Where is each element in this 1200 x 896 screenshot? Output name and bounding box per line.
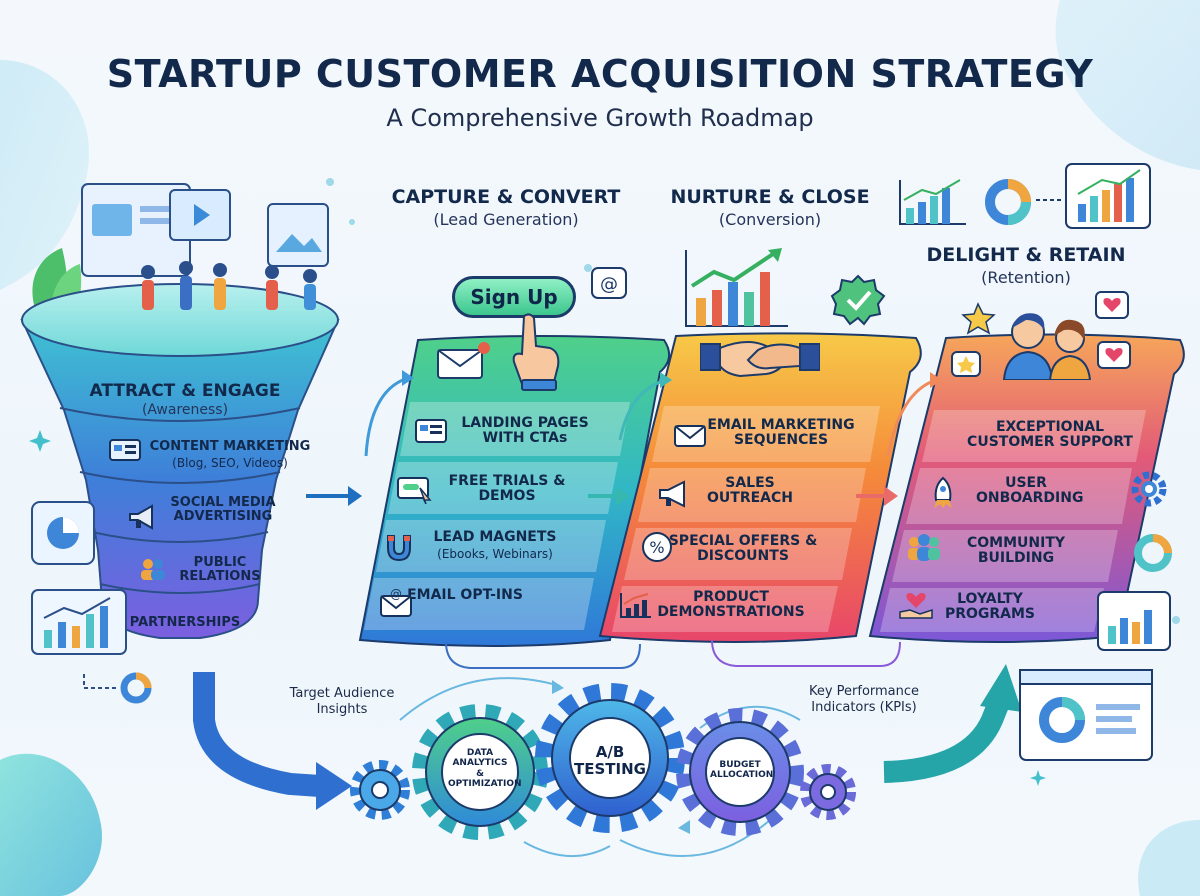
trial-screen-icon <box>396 474 436 505</box>
retain-item-customer-support: EXCEPTIONAL CUSTOMER SUPPORT <box>967 419 1133 451</box>
people-icon <box>138 556 168 582</box>
heart-hand-icon <box>898 590 934 622</box>
community-icon <box>904 532 944 564</box>
retain-item-community-building: COMMUNITY BUILDING <box>966 535 1066 567</box>
page-title: STARTUP CUSTOMER ACQUISITION STRATEGY <box>106 52 1094 96</box>
funnel-heading: ATTRACT & ENGAGE <box>89 381 281 401</box>
stage-retain-heading: DELIGHT & RETAIN <box>926 244 1126 266</box>
annotation-kpis: Key Performance Indicators (KPIs) <box>808 684 920 715</box>
heart-bubble-icon-2 <box>1097 341 1131 369</box>
donut-chart-icon-top <box>985 179 1031 225</box>
bar-chart-card-top <box>1036 163 1151 229</box>
pointer-hand-icon <box>512 313 560 391</box>
content-icon <box>108 438 148 464</box>
handshake-icon <box>700 341 820 378</box>
annotation-target-audience: Target Audience Insights <box>289 686 395 717</box>
capture-item-lead-magnets-detail: (Ebooks, Webinars) <box>437 547 553 561</box>
email-sequence-icon <box>672 420 708 450</box>
donut-icon-right <box>1134 534 1172 572</box>
stage-capture-subheading: (Lead Generation) <box>433 210 579 229</box>
funnel-item-content-marketing-detail: (Blog, SEO, Videos) <box>172 456 288 470</box>
capture-item-free-trials: FREE TRIALS & DEMOS <box>448 473 566 505</box>
landing-page-icon <box>414 418 448 446</box>
page-subtitle: A Comprehensive Growth Roadmap <box>386 104 814 132</box>
funnel-subheading: (Awareness) <box>141 402 229 418</box>
dashboard-widget <box>1019 669 1153 761</box>
nurture-item-product-demos: PRODUCT DEMONSTRATIONS <box>657 589 805 621</box>
happy-customers-icon <box>961 302 1092 380</box>
email-optin-icon: @ <box>378 587 414 618</box>
capture-item-email-optins: EMAIL OPT-INS <box>407 587 523 603</box>
optimization-gears <box>350 683 856 840</box>
checkmark-icon <box>830 274 886 326</box>
signup-button[interactable]: Sign Up <box>452 276 576 318</box>
bar-chart-widget-right <box>1097 591 1171 651</box>
retain-item-loyalty-programs: LOYALTY PROGRAMS <box>944 591 1036 623</box>
retain-item-user-onboarding: USER ONBOARDING <box>976 475 1084 507</box>
nurture-item-special-offers: SPECIAL OFFERS & DISCOUNTS <box>668 533 818 565</box>
capture-item-landing-pages: LANDING PAGES WITH CTAs <box>461 415 589 447</box>
bar-chart-icon-top <box>899 179 966 225</box>
growth-chart-icon <box>685 248 788 327</box>
pie-chart-icon <box>31 501 95 565</box>
stage-capture-heading: CAPTURE & CONVERT <box>391 186 621 208</box>
nurture-item-sales-outreach: SALES OUTREACH <box>707 475 793 507</box>
stage-nurture-subheading: (Conversion) <box>718 210 822 229</box>
megaphone-icon <box>126 502 160 532</box>
funnel-item-public-relations: PUBLIC RELATIONS <box>179 555 261 585</box>
gear-icon-right <box>1131 471 1167 507</box>
gear-budget-allocation-label: BUDGET ALLOCATION <box>710 760 774 781</box>
envelope-icon <box>437 342 490 379</box>
bar-chart-widget-left <box>31 589 127 655</box>
gear-data-analytics-label: DATA ANALYTICS & OPTIMIZATION <box>448 748 522 790</box>
rocket-icon <box>928 476 958 510</box>
stage-nurture-heading: NURTURE & CLOSE <box>670 186 870 208</box>
svg-text:@: @ <box>390 588 402 601</box>
donut-icon-left <box>83 672 152 704</box>
small-gear-left <box>350 760 410 820</box>
heart-bubble-icon <box>1095 291 1129 319</box>
stage-retain-subheading: (Retention) <box>981 268 1071 287</box>
sales-megaphone-icon <box>656 478 694 510</box>
discount-badge-icon: % <box>640 530 674 564</box>
funnel-item-partnerships: PARTNERSHIPS <box>129 615 241 630</box>
funnel-item-social-media: SOCIAL MEDIA ADVERTISING <box>170 495 276 525</box>
svg-text:%: % <box>649 538 664 557</box>
demo-chart-icon <box>618 590 654 620</box>
awareness-funnel <box>20 183 340 639</box>
star-bubble-icon <box>951 351 981 377</box>
funnel-item-content-marketing: CONTENT MARKETING <box>149 439 311 454</box>
at-sign-icon: @ <box>591 267 627 299</box>
capture-item-lead-magnets: LEAD MAGNETS <box>433 529 557 545</box>
gear-ab-testing-label: A/B TESTING <box>574 743 646 779</box>
magnet-icon <box>382 530 416 564</box>
svg-text:@: @ <box>600 274 618 295</box>
nurture-item-email-marketing: EMAIL MARKETING SEQUENCES <box>707 417 855 449</box>
